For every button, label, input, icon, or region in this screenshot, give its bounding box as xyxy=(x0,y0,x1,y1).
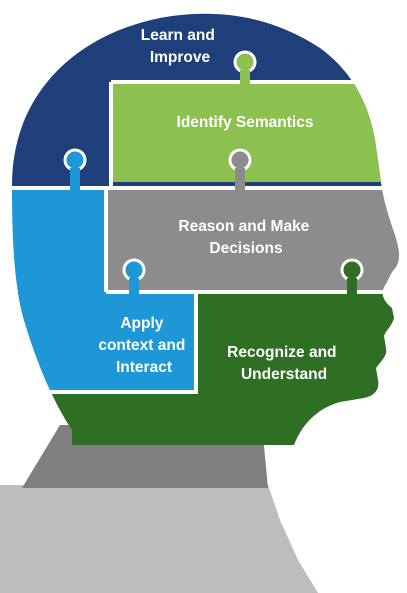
label-apply: Apply context and Interact xyxy=(98,315,189,376)
connector-learn-identify xyxy=(233,50,257,84)
label-learn: Learn and Improve xyxy=(141,27,219,66)
head-silhouette xyxy=(12,13,400,446)
connector-identify-reason xyxy=(228,148,252,192)
label-identify: Identify Semantics xyxy=(177,114,314,131)
connector-learn-apply xyxy=(63,148,87,190)
connector-reason-apply xyxy=(122,258,146,302)
puzzle-connectors xyxy=(63,50,364,302)
label-recognize: Recognize and Understand xyxy=(227,344,341,383)
label-reason: Reason and Make Decisions xyxy=(178,218,313,257)
shoulders-shape xyxy=(0,485,318,593)
segment-identify xyxy=(113,82,400,182)
connector-reason-recognize xyxy=(340,258,364,300)
